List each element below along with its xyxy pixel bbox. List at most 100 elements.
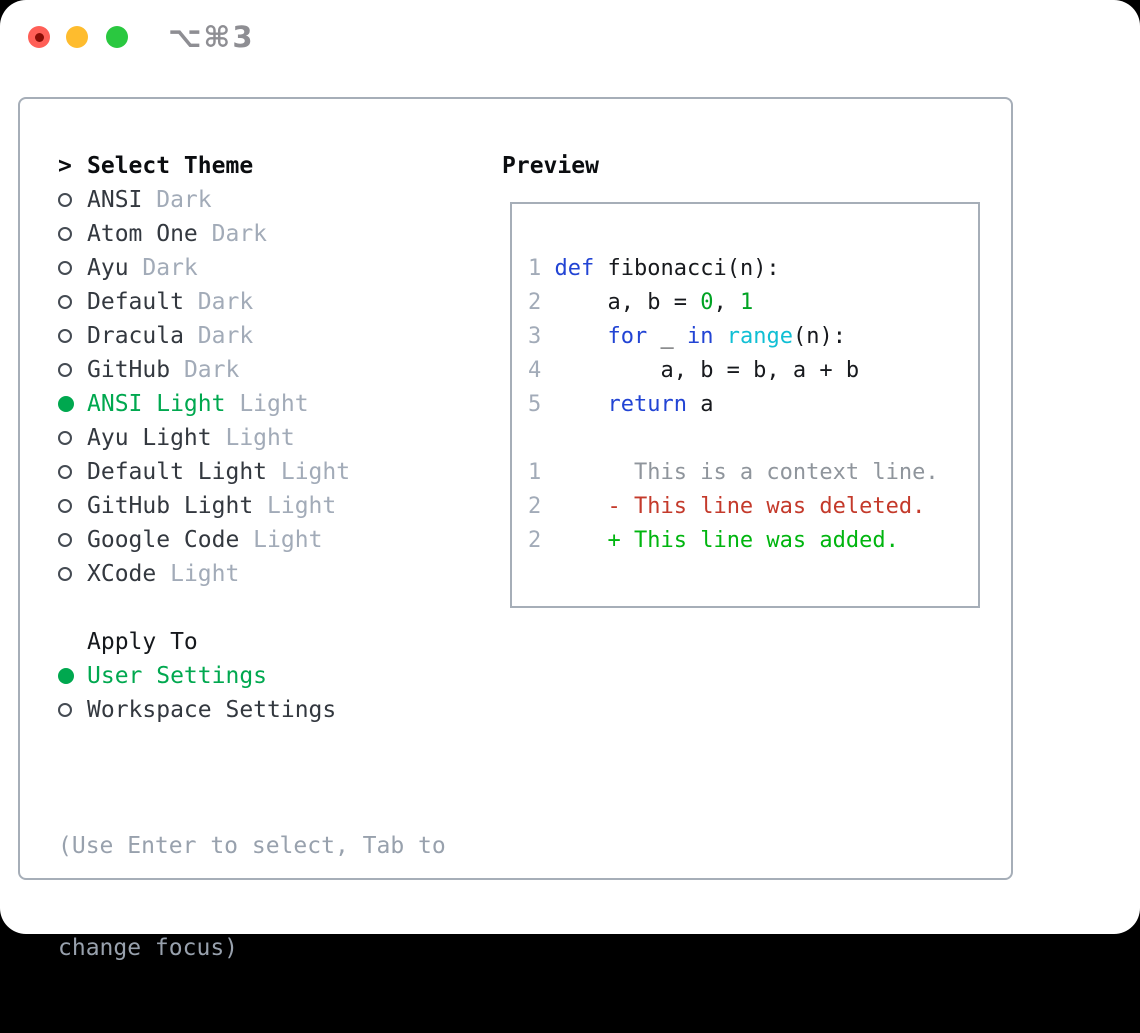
radio-icon <box>58 465 72 479</box>
apply-option-user-settings[interactable]: User Settings <box>58 659 446 693</box>
minimize-button[interactable] <box>66 26 88 48</box>
code-token-kw: def <box>554 256 595 281</box>
close-edited-dot-icon <box>34 32 44 42</box>
blank-line <box>528 422 978 456</box>
theme-name: Ayu Light <box>87 425 212 451</box>
theme-name: ANSI Light <box>87 391 226 417</box>
theme-variant: Dark <box>128 255 198 281</box>
theme-name: GitHub <box>87 357 171 383</box>
theme-variant: Dark <box>183 323 254 349</box>
theme-variant: Dark <box>197 221 268 247</box>
hint-line-1: (Use Enter to select, Tab to <box>58 833 446 859</box>
code-token-fg <box>555 324 608 349</box>
code-token-fg <box>555 528 608 553</box>
apply-option-workspace-settings[interactable]: Workspace Settings <box>58 693 446 727</box>
theme-name: XCode <box>87 561 157 587</box>
preview-diff-line: 1 This is a context line. <box>528 456 978 490</box>
preview-code-line: 2 a, b = 0, 1 <box>528 286 978 320</box>
zoom-button[interactable] <box>106 26 128 48</box>
theme-variant: Dark <box>170 357 240 383</box>
theme-option-ayu-light-light[interactable]: Ayu Light Light <box>58 421 446 455</box>
theme-name: Default Light <box>87 459 268 485</box>
radio-icon <box>58 329 72 343</box>
theme-variant: Light <box>253 493 337 519</box>
preview-title: Preview <box>502 153 599 179</box>
theme-option-ansi-dark[interactable]: ANSI Dark <box>58 183 446 217</box>
theme-option-ansi-light-light[interactable]: ANSI Light Light <box>58 387 446 421</box>
radio-selected-icon <box>58 668 74 684</box>
close-button[interactable] <box>28 26 50 48</box>
keyboard-hint: (Use Enter to select, Tab to change focu… <box>58 761 446 1033</box>
theme-option-default-dark[interactable]: Default Dark <box>58 285 446 319</box>
theme-variant: Light <box>225 391 309 417</box>
line-number: 1 <box>528 256 555 281</box>
preview-code-line: 3 for _ in range(n): <box>528 320 978 354</box>
radio-icon <box>58 295 72 309</box>
theme-option-github-light-light[interactable]: GitHub Light Light <box>58 489 446 523</box>
radio-icon <box>58 533 72 547</box>
apply-option-label: User Settings <box>87 663 268 689</box>
theme-name: Dracula <box>87 323 184 349</box>
theme-option-xcode-light[interactable]: XCode Light <box>58 557 446 591</box>
apply-to-title: Apply To <box>87 629 198 655</box>
theme-variant: Light <box>211 425 295 451</box>
code-token-ctx: This is a context line. <box>554 460 939 485</box>
theme-variant: Light <box>156 561 240 587</box>
code-token-fn: range <box>726 324 793 349</box>
theme-variant: Dark <box>142 187 212 213</box>
code-token-num: 0 <box>700 290 714 315</box>
code-token-fg: a, b = b, a + b <box>554 358 860 383</box>
radio-icon <box>58 431 72 445</box>
titlebar: ⌥⌘3 <box>0 0 1140 78</box>
theme-name: ANSI <box>87 187 143 213</box>
radio-icon <box>58 227 72 241</box>
theme-variant: Dark <box>183 289 254 315</box>
radio-icon <box>58 363 72 377</box>
radio-icon <box>58 703 72 717</box>
line-number: 5 <box>528 392 555 417</box>
radio-icon <box>58 261 72 275</box>
theme-option-google-code-light[interactable]: Google Code Light <box>58 523 446 557</box>
select-theme-header: > Select Theme <box>58 149 446 183</box>
theme-name: Google Code <box>87 527 240 553</box>
theme-option-github-dark[interactable]: GitHub Dark <box>58 353 446 387</box>
spacer <box>58 591 446 625</box>
cursor-icon: > <box>58 153 72 179</box>
code-token-fg: a, b = <box>554 290 701 315</box>
code-token-fg <box>555 392 608 417</box>
theme-option-default-light-light[interactable]: Default Light Light <box>58 455 446 489</box>
line-number: 2 <box>528 528 555 553</box>
preview-code-line: 5 return a <box>528 388 978 422</box>
code-token-add: + This line was added. <box>607 528 899 553</box>
radio-icon <box>58 499 72 513</box>
theme-variant: Light <box>267 459 351 485</box>
code-token-num: 1 <box>739 290 754 315</box>
line-number: 2 <box>528 290 555 315</box>
code-token-fg: fibonacci(n): <box>594 256 780 281</box>
line-number: 2 <box>528 494 555 519</box>
preview-code-line: 4 a, b = b, a + b <box>528 354 978 388</box>
code-token-kw: return <box>607 392 687 417</box>
radio-icon <box>58 193 72 207</box>
hint-line-2: change focus) <box>58 935 239 961</box>
radio-icon <box>58 567 72 581</box>
code-token-fg: (n): <box>792 324 846 349</box>
select-theme-title: Select Theme <box>87 153 254 179</box>
code-token-fg: a <box>686 392 714 417</box>
theme-option-ayu-dark[interactable]: Ayu Dark <box>58 251 446 285</box>
line-number: 4 <box>528 358 555 383</box>
theme-option-atom-one-dark[interactable]: Atom One Dark <box>58 217 446 251</box>
theme-name: Ayu <box>87 255 129 281</box>
theme-name: Atom One <box>87 221 198 247</box>
radio-selected-icon <box>58 396 74 412</box>
theme-option-dracula-dark[interactable]: Dracula Dark <box>58 319 446 353</box>
spacer <box>58 727 446 761</box>
code-token-kw: for <box>607 324 648 349</box>
code-token-fg: _ <box>647 324 687 349</box>
code-token-fg: , <box>713 290 740 315</box>
